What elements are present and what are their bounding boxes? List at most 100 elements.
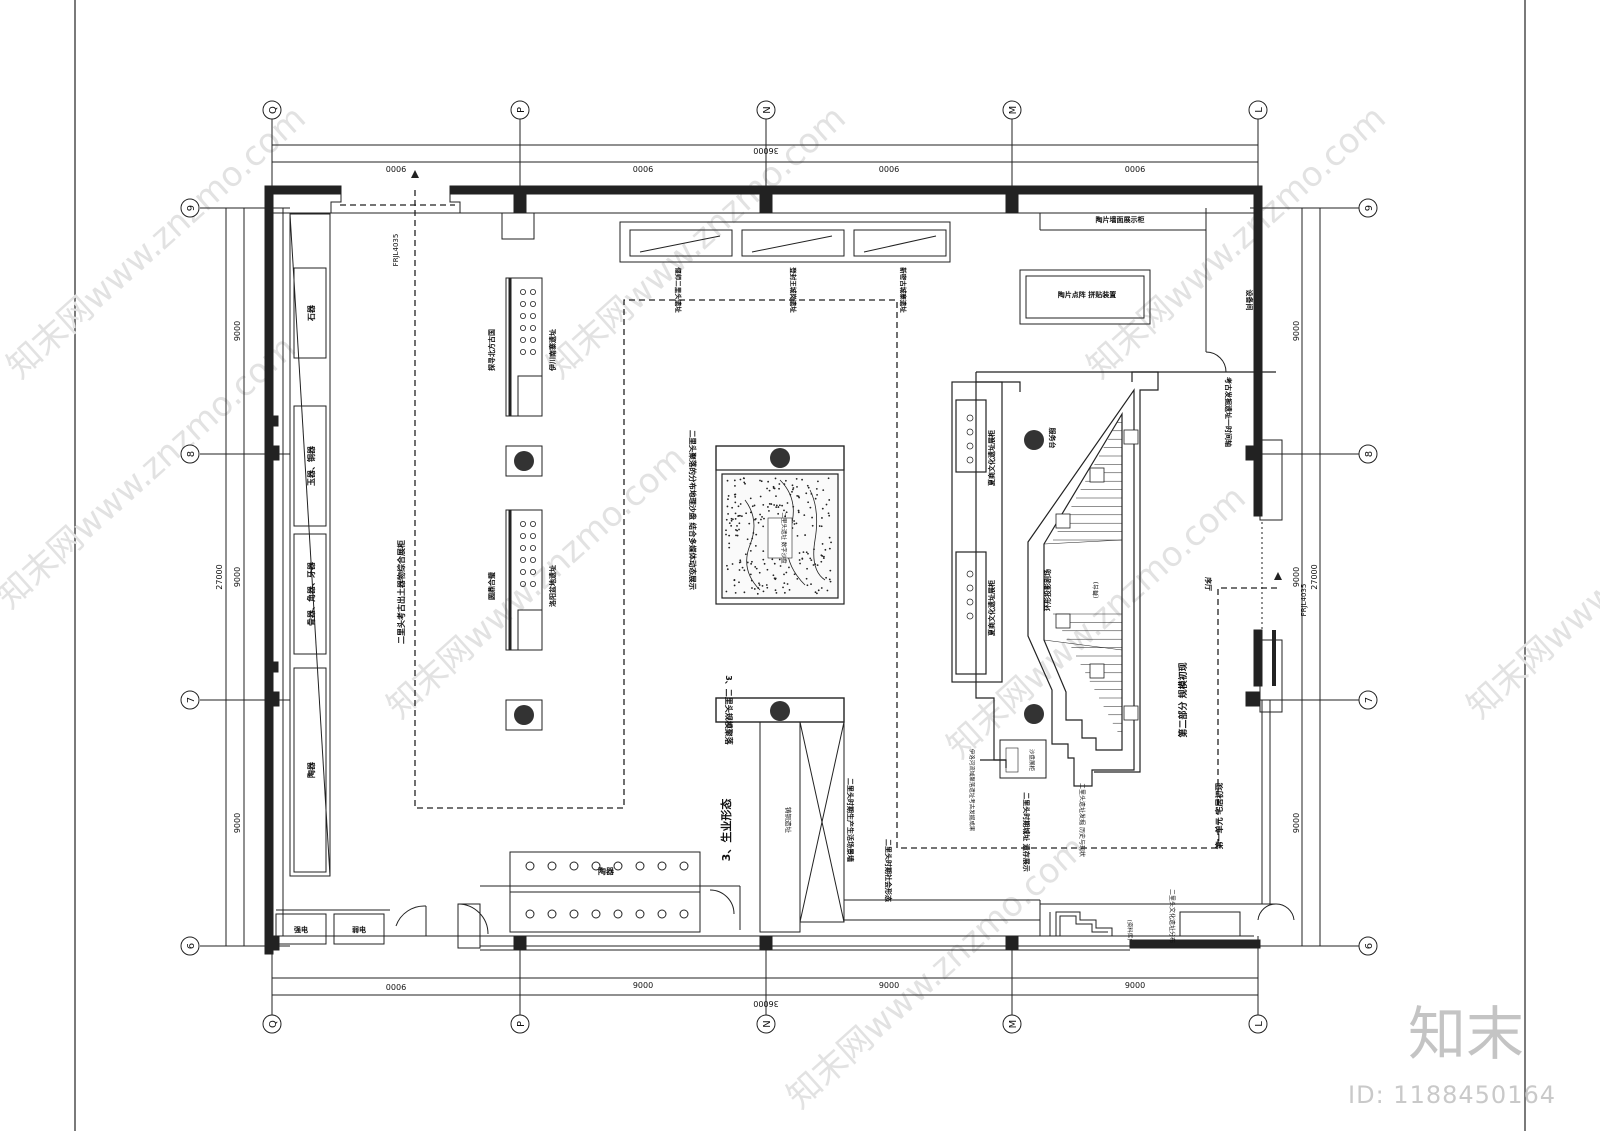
pottery-item	[635, 861, 645, 871]
terrain-dot	[796, 494, 799, 497]
terrain-dot	[795, 522, 798, 525]
case-item	[520, 521, 527, 528]
terrain-dot	[797, 511, 800, 514]
bottom-left-rooms	[275, 885, 741, 949]
case-item	[966, 442, 974, 450]
terrain-dot	[820, 525, 823, 528]
pottery-item	[591, 909, 601, 919]
axis-label-l: L	[1254, 107, 1265, 113]
terrain-dot	[797, 509, 800, 512]
route-arrow-icon	[411, 170, 419, 178]
terrain-dot	[738, 581, 740, 584]
room-label: (资料库)	[1126, 920, 1134, 941]
room-label: 新密古城寨遗址	[899, 267, 908, 313]
terrain-dot	[809, 557, 812, 560]
terrain-dot	[798, 496, 801, 499]
terrain-dot	[736, 534, 739, 537]
terrain-dot	[759, 479, 761, 482]
terrain-dot	[801, 478, 803, 481]
terrain-dot	[753, 504, 756, 507]
terrain-dot	[765, 584, 768, 586]
seat-row	[1043, 539, 1123, 545]
terrain-dot	[760, 518, 762, 521]
room-label: 探寻北方古国	[487, 329, 496, 371]
case-item	[530, 324, 537, 331]
case-item	[520, 557, 527, 564]
terrain-dot	[786, 583, 789, 585]
terrain-dot	[816, 564, 819, 567]
watermark-text: 知末网www.znzmo.com	[1079, 98, 1393, 387]
watermark-text: 知末网www.znzmo.com	[779, 828, 1093, 1117]
terrain-dot	[785, 511, 788, 514]
case-item	[530, 300, 537, 307]
terrain-dot	[821, 507, 824, 510]
terrain-dot	[726, 479, 729, 482]
terrain-dot	[725, 529, 727, 532]
cabinet-labels: 偃师二里头遗址 登封王城岗遗址 新密古城寨遗址	[674, 266, 908, 313]
terrain-dot	[734, 496, 737, 498]
terrain-dot	[762, 558, 765, 561]
terrain-dot	[793, 520, 795, 522]
terrain-dot	[809, 506, 812, 509]
terrain-dot	[767, 506, 769, 508]
room-label: 二里头遗址 数字沙盘	[780, 512, 788, 564]
dim-span: 9000	[386, 982, 406, 991]
terrain-dot	[779, 565, 782, 567]
case-item	[530, 348, 537, 355]
theater-seats	[1055, 429, 1139, 721]
terrain-dot	[755, 567, 758, 570]
terrain-dot	[730, 519, 733, 522]
dim-span: 9000	[879, 164, 899, 173]
case-item	[530, 288, 537, 295]
case-item	[966, 598, 974, 606]
room-label: 二里头时期城址 遗存展示	[1022, 792, 1031, 871]
room-label: 偃师二里头遗址	[674, 267, 683, 313]
room-label: 夏商文化遗址展柜	[987, 430, 996, 487]
terrain-dot	[770, 503, 773, 505]
case-item	[520, 336, 527, 343]
room-label: 二里头时期社会形态	[884, 839, 893, 902]
terrain-dot	[750, 562, 753, 565]
dim-span: 9000	[633, 981, 653, 990]
dim-span: 9000	[386, 164, 406, 173]
path-code: FRJL4035	[392, 234, 400, 267]
top-cabinets	[619, 221, 951, 263]
pottery-item	[657, 861, 667, 871]
terrain-dot	[793, 523, 796, 525]
axis-label-n: N	[762, 1020, 773, 1027]
room-label: 服务台	[1048, 428, 1057, 449]
dim-total-right: 27000	[1310, 564, 1319, 589]
terrain-dot	[759, 513, 762, 516]
terrain-dot	[738, 528, 740, 531]
terrain-dot	[785, 571, 788, 574]
pottery-item	[569, 861, 579, 871]
case-item	[530, 336, 537, 343]
terrain-dot	[732, 518, 734, 521]
axis-label-9: 9	[186, 205, 197, 211]
axis-label-8: 8	[186, 451, 197, 457]
room-label: 二里头文化遗址分布	[1168, 889, 1176, 943]
dim-span: 9000	[633, 164, 653, 173]
terrain-dot	[754, 566, 757, 568]
terrain-dot	[804, 534, 807, 536]
case-item	[520, 545, 527, 552]
terrain-dot	[727, 498, 729, 501]
axis-label-l: L	[1254, 1021, 1265, 1027]
terrain-dot	[786, 502, 789, 504]
terrain-dot	[733, 584, 736, 587]
axis-label-8: 8	[1364, 451, 1375, 457]
case-item	[520, 533, 527, 540]
terrain-dot	[825, 503, 828, 506]
terrain-dot	[828, 514, 831, 517]
room-label: 陶器	[306, 761, 316, 778]
case-item	[530, 521, 537, 528]
room-label: 二里头时期生产生活场景墙	[846, 778, 855, 862]
theater-column-icon	[1024, 430, 1044, 450]
terrain-dot	[803, 514, 806, 517]
terrain-dot	[806, 567, 808, 570]
terrain-dot	[768, 489, 771, 492]
pottery-item	[679, 861, 689, 871]
room-label: 骨器、角器、牙器	[306, 561, 316, 626]
terrain-dot	[749, 497, 752, 500]
